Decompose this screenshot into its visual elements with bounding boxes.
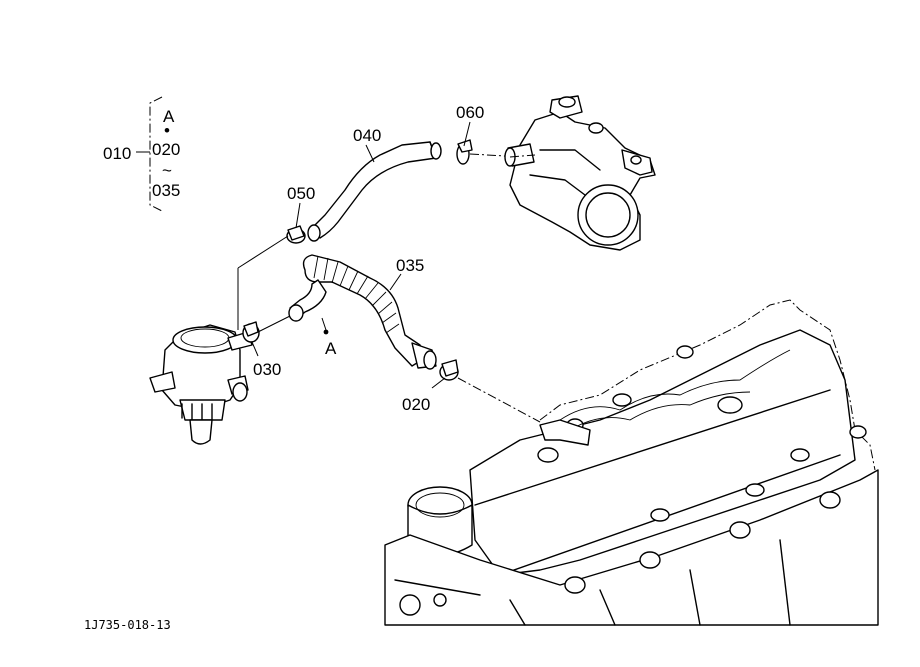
clamp-060 [456,139,473,165]
group-range-end: 035 [152,181,180,200]
callout-030: 030 [253,360,281,379]
callout-marker-a: A [325,339,337,358]
hose-035 [288,254,437,370]
hose-040 [307,141,442,242]
group-marker-a: A [163,107,175,126]
clamp-050 [286,225,306,244]
callout-035: 035 [396,256,424,275]
connection-lines [237,153,541,423]
callouts: 040 060 050 035 030 A 020 [251,103,484,414]
clamp-030 [242,321,260,343]
group-bracket: 010 A • 020 ~ 035 [103,96,180,212]
group-tilde: ~ [162,161,172,180]
clamp-020 [439,359,459,381]
callout-040: 040 [353,126,381,145]
group-range-start: 020 [152,140,180,159]
group-label: 010 [103,144,131,163]
group-bullet: • [164,121,170,140]
thermostat-housing [504,95,656,251]
engine-cylinder-head [384,299,879,626]
callout-050: 050 [287,184,315,203]
drawing-number: 1J735-018-13 [84,618,171,632]
callout-060: 060 [456,103,484,122]
breather-valve [149,324,253,445]
callout-020: 020 [402,395,430,414]
